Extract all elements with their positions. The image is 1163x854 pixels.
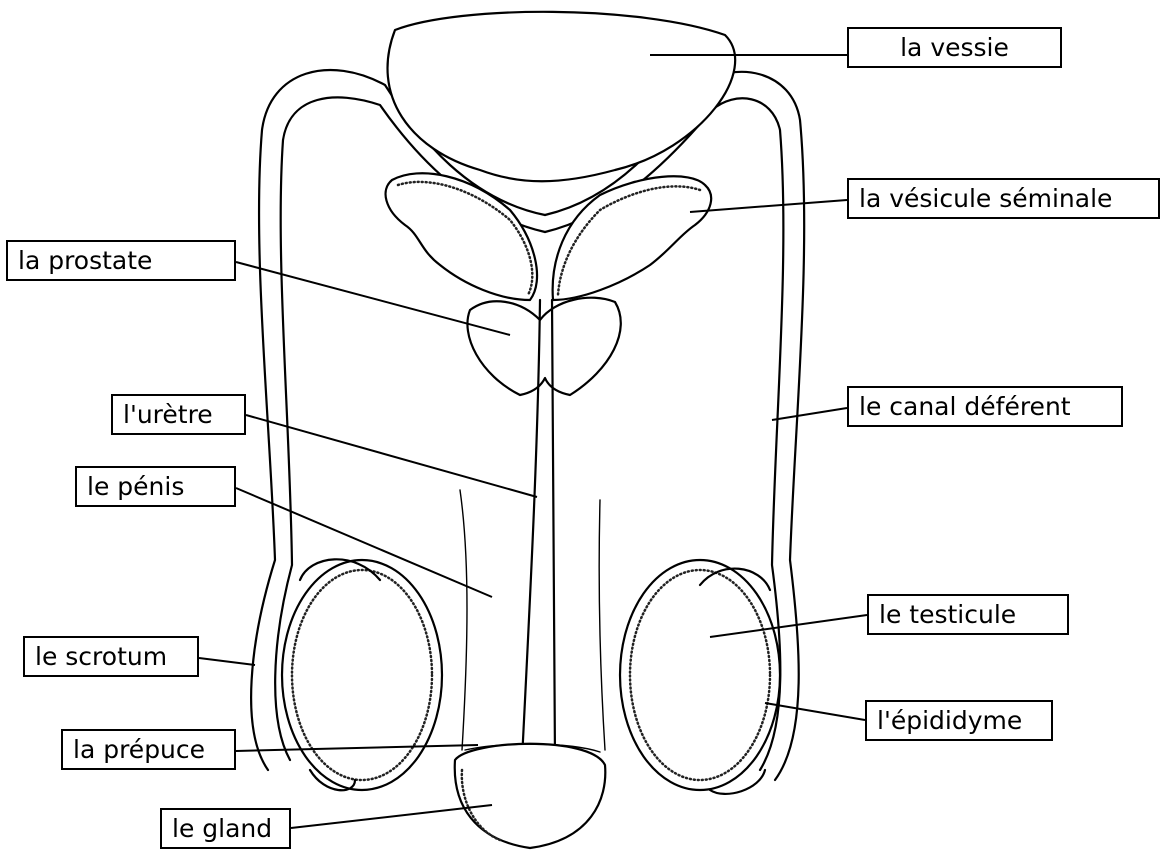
- label-testicle: le testicule: [867, 594, 1069, 635]
- label-prostate: la prostate: [6, 240, 236, 281]
- urethra-right-wall: [552, 300, 555, 760]
- glans-shape: [455, 744, 606, 848]
- leader-epididyme: [765, 703, 865, 720]
- label-urethra: l'urètre: [111, 394, 246, 435]
- leader-canal: [772, 408, 847, 420]
- leader-scrotum: [199, 658, 255, 665]
- left-testicle-shape: [282, 560, 442, 790]
- label-foreskin: la prépuce: [61, 729, 236, 770]
- label-bladder: la vessie: [847, 27, 1062, 68]
- urethra-left-wall: [522, 300, 540, 760]
- label-epididymis: l'épididyme: [865, 700, 1053, 741]
- right-testicle-shape: [620, 560, 780, 790]
- label-scrotum: le scrotum: [23, 636, 199, 677]
- penis-right-edge: [599, 500, 605, 750]
- label-penis: le pénis: [75, 466, 236, 507]
- label-vas-deferens: le canal déférent: [847, 386, 1123, 427]
- penis-left-edge: [460, 490, 467, 750]
- label-seminal-vesicle: la vésicule séminale: [847, 178, 1160, 219]
- leader-gland: [291, 805, 492, 828]
- label-glans: le gland: [160, 808, 291, 849]
- leader-vesicule: [690, 200, 847, 212]
- prostate-shape: [467, 298, 620, 395]
- left-seminal-vesicle-shape: [386, 173, 537, 300]
